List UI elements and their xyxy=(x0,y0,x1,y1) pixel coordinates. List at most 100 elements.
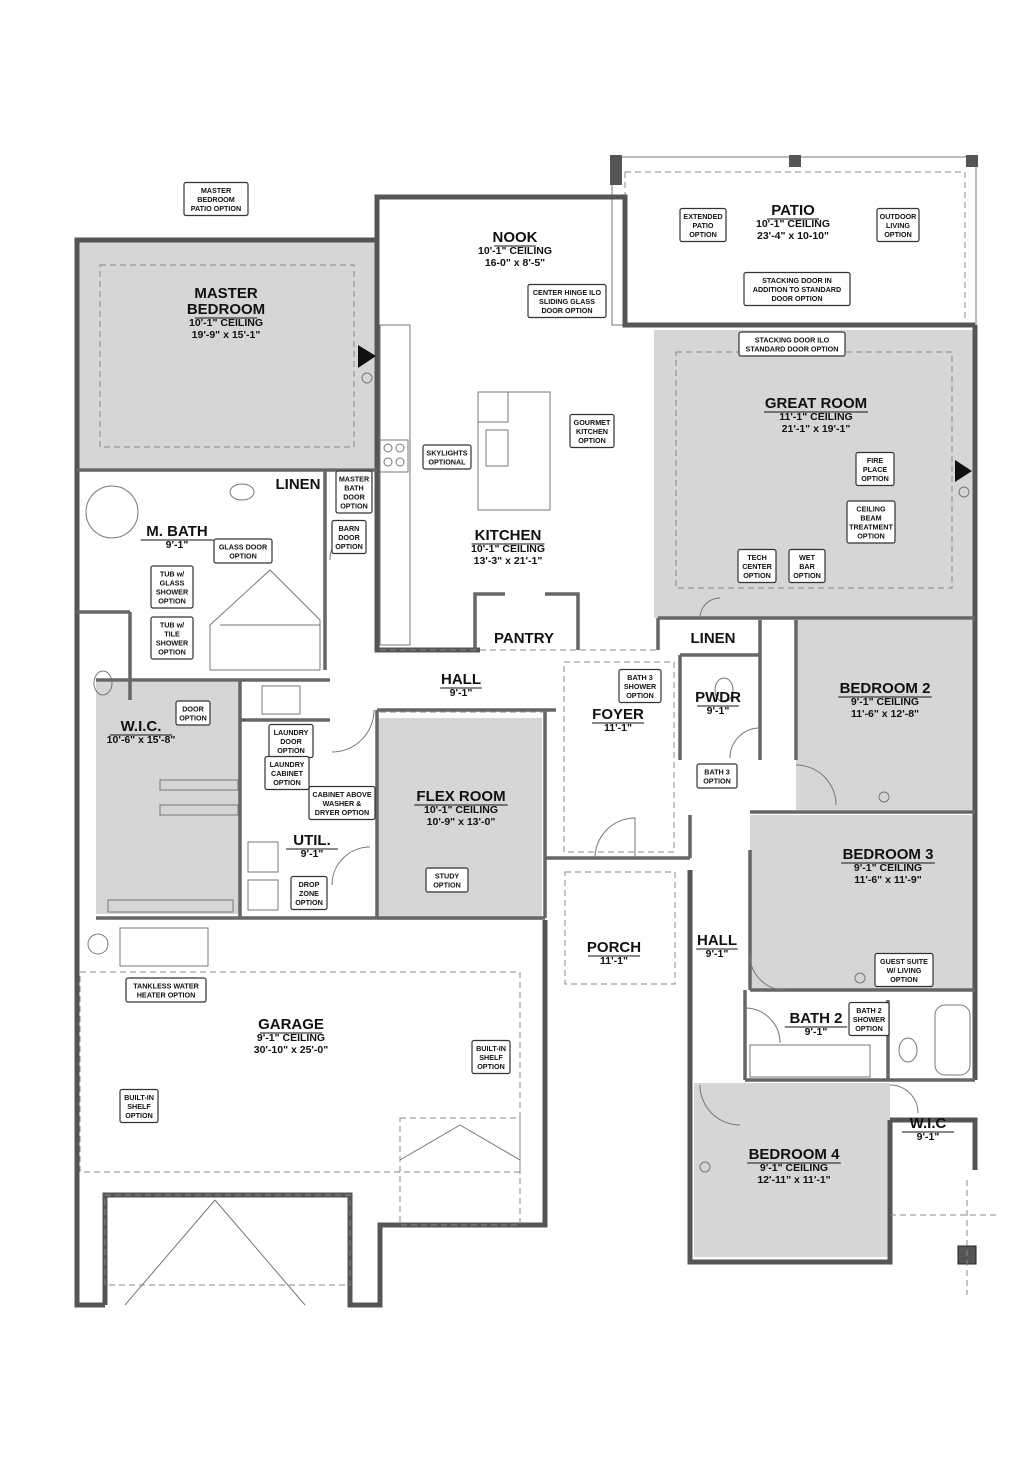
option-text: OPTION xyxy=(125,1111,153,1120)
room-dimension: 21'-1" x 19'-1" xyxy=(782,423,851,435)
option-text: BATH 2 xyxy=(856,1006,881,1015)
option-text: OPTION xyxy=(229,552,257,561)
option-text: SHOWER xyxy=(624,682,657,691)
wc-master xyxy=(93,670,113,696)
wic-bed4-door xyxy=(889,1084,919,1114)
outlet-bed4 xyxy=(699,1161,711,1173)
option-text: OPTION xyxy=(277,746,305,755)
option-text: OPTION xyxy=(158,648,186,657)
option-text: DOOR OPTION xyxy=(541,306,592,315)
option-text: SHELF xyxy=(479,1053,503,1062)
option-text: W/ LIVING xyxy=(887,966,922,975)
fixtures xyxy=(85,324,971,1078)
outlet-bed2 xyxy=(878,791,890,803)
option-text: CEILING xyxy=(856,505,886,514)
option-box xyxy=(125,977,207,1003)
room-name: BEDROOM 4 xyxy=(749,1146,841,1163)
master-shower xyxy=(209,569,321,671)
option-text: OPTION xyxy=(861,474,889,483)
room-dimension: 30'-10" x 25'-0" xyxy=(254,1044,329,1056)
option-box xyxy=(175,700,211,726)
option-box xyxy=(738,331,846,357)
room-dimension: 11'-6" x 11'-9" xyxy=(854,874,922,886)
patio-post-ne xyxy=(966,155,978,167)
master-tub xyxy=(85,485,139,539)
option-text: OPTION xyxy=(158,597,186,606)
room-dimension: 10'-1" CEILING xyxy=(424,804,498,816)
room-dimension: 12'-11" x 11'-1" xyxy=(757,1174,830,1186)
room-dimension: 9'-1" xyxy=(706,948,729,960)
option-box xyxy=(425,867,469,893)
room-dimension: 19'-9" x 15'-1" xyxy=(192,329,261,341)
wall-master-top xyxy=(74,237,377,470)
room-name: LINEN xyxy=(276,476,321,493)
option-text: GUEST SUITE xyxy=(880,957,928,966)
option-text: BARN xyxy=(339,524,360,533)
option-text: OPTION xyxy=(743,571,771,580)
wic-master-fill xyxy=(96,682,241,914)
master-sink xyxy=(229,483,255,501)
burner-2 xyxy=(395,443,405,453)
option-text: OPTION xyxy=(793,571,821,580)
option-text: OUTDOOR xyxy=(880,212,918,221)
bath2-tub xyxy=(934,1004,971,1076)
garage-door-outline xyxy=(104,1194,351,1286)
option-text: OPTION xyxy=(890,975,918,984)
option-text: GOURMET xyxy=(574,418,611,427)
garage-sink xyxy=(119,927,209,967)
option-text: BATH 3 xyxy=(704,768,729,777)
option-box xyxy=(183,181,249,217)
room-dimension: 23'-4" x 10-10" xyxy=(757,230,829,242)
room-label-bath2: BATH 29'-1" xyxy=(784,1010,848,1038)
kitchen-counter xyxy=(379,324,411,646)
room-dimension: 11'-1" xyxy=(604,722,632,734)
room-dimension: 9'-1" xyxy=(450,687,473,699)
bedroom4-fill xyxy=(694,1083,890,1257)
room-dimension: 9'-1" xyxy=(917,1131,940,1143)
exterior-walls xyxy=(74,194,978,1308)
great-ceiling-outline xyxy=(675,351,953,589)
option-text: CENTER xyxy=(742,562,772,571)
room-name: UTIL. xyxy=(293,832,331,849)
util-garage-door xyxy=(331,846,371,886)
wall-nook-right xyxy=(612,194,975,328)
water-heater xyxy=(87,933,109,955)
option-box xyxy=(788,548,826,584)
outlet-bed3 xyxy=(854,972,866,984)
option-box xyxy=(308,785,376,821)
option-text: OPTION xyxy=(335,542,363,551)
option-text: TECH xyxy=(747,553,767,562)
option-box xyxy=(743,271,851,307)
option-text: DOOR xyxy=(343,493,365,502)
wall-wic xyxy=(890,1117,978,1170)
room-dimension: 10'-9" x 13'-0" xyxy=(427,816,496,828)
option-text: OPTION xyxy=(884,230,912,239)
option-text: SHOWER xyxy=(156,639,189,648)
room-label-linen-hall: LINEN xyxy=(691,630,736,647)
room-label-wic-master: W.I.C.10'-6" x 15'-8" xyxy=(107,718,176,746)
option-box xyxy=(855,451,895,487)
room-dimension: 9'-1" xyxy=(707,705,730,717)
wc-pwdr xyxy=(714,677,734,703)
patio-post-mid xyxy=(789,155,801,167)
room-name: PORCH xyxy=(587,939,641,956)
option-text: BATH 3 xyxy=(627,673,652,682)
